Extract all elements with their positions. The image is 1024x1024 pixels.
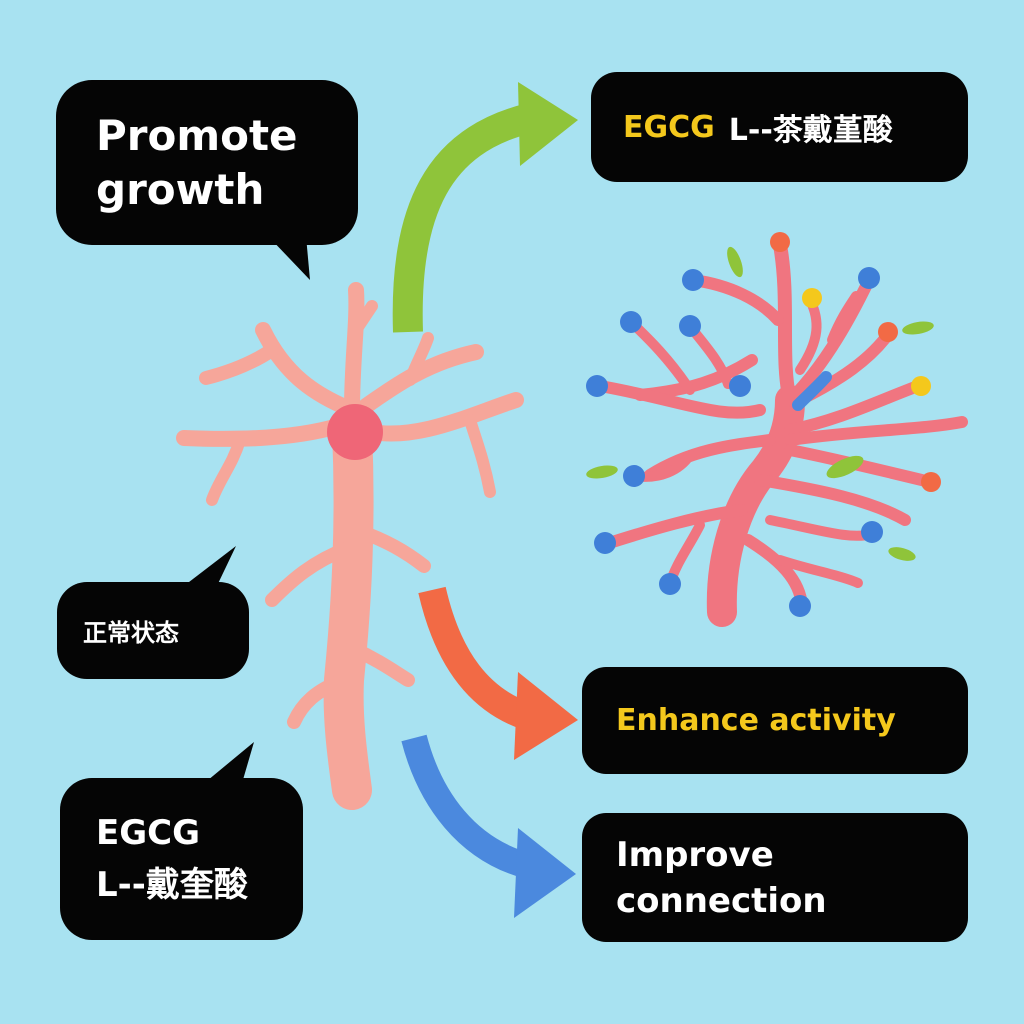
- improve-connection-bubble: Improve connection: [582, 813, 968, 942]
- normal-bubble-tail: [176, 546, 236, 592]
- improve-connection-line2: connection: [616, 880, 827, 921]
- promote-bubble-tail: [268, 236, 310, 280]
- neuron-nucleus: [327, 404, 383, 460]
- blue-arrow: [401, 734, 576, 918]
- neuron-illustration: [176, 282, 524, 810]
- egcg-top-rest: L--茶戴堇酸: [728, 113, 893, 148]
- egcg-left-line1: EGCG: [96, 813, 200, 853]
- green-arrow: [392, 82, 578, 333]
- leaf-accents: [586, 246, 934, 561]
- improve-connection-line1: Improve: [616, 834, 774, 875]
- egcg-top-highlight: EGCG: [623, 109, 715, 145]
- normal-state-label: 正常状态: [83, 619, 179, 647]
- normal-state-bubble: 正常状态: [57, 582, 249, 679]
- blue-branch-segment: [792, 371, 832, 411]
- promote-growth-line1: Promote: [96, 110, 298, 160]
- promote-growth-line2: growth: [96, 164, 265, 214]
- enhance-activity-label: Enhance activity: [616, 703, 896, 738]
- dendrite-tips: [586, 232, 941, 617]
- egcg-top-bubble: EGCG L--茶戴堇酸: [591, 72, 968, 182]
- enhance-activity-bubble: Enhance activity: [582, 667, 968, 774]
- egcg-left-bubble: EGCG L--戴奎酸: [60, 778, 303, 940]
- branched-neuron-illustration: [594, 238, 968, 627]
- egcg-left-line2: L--戴奎酸: [96, 865, 248, 905]
- orange-arrow: [418, 586, 578, 760]
- promote-growth-bubble: Promote growth: [56, 80, 358, 245]
